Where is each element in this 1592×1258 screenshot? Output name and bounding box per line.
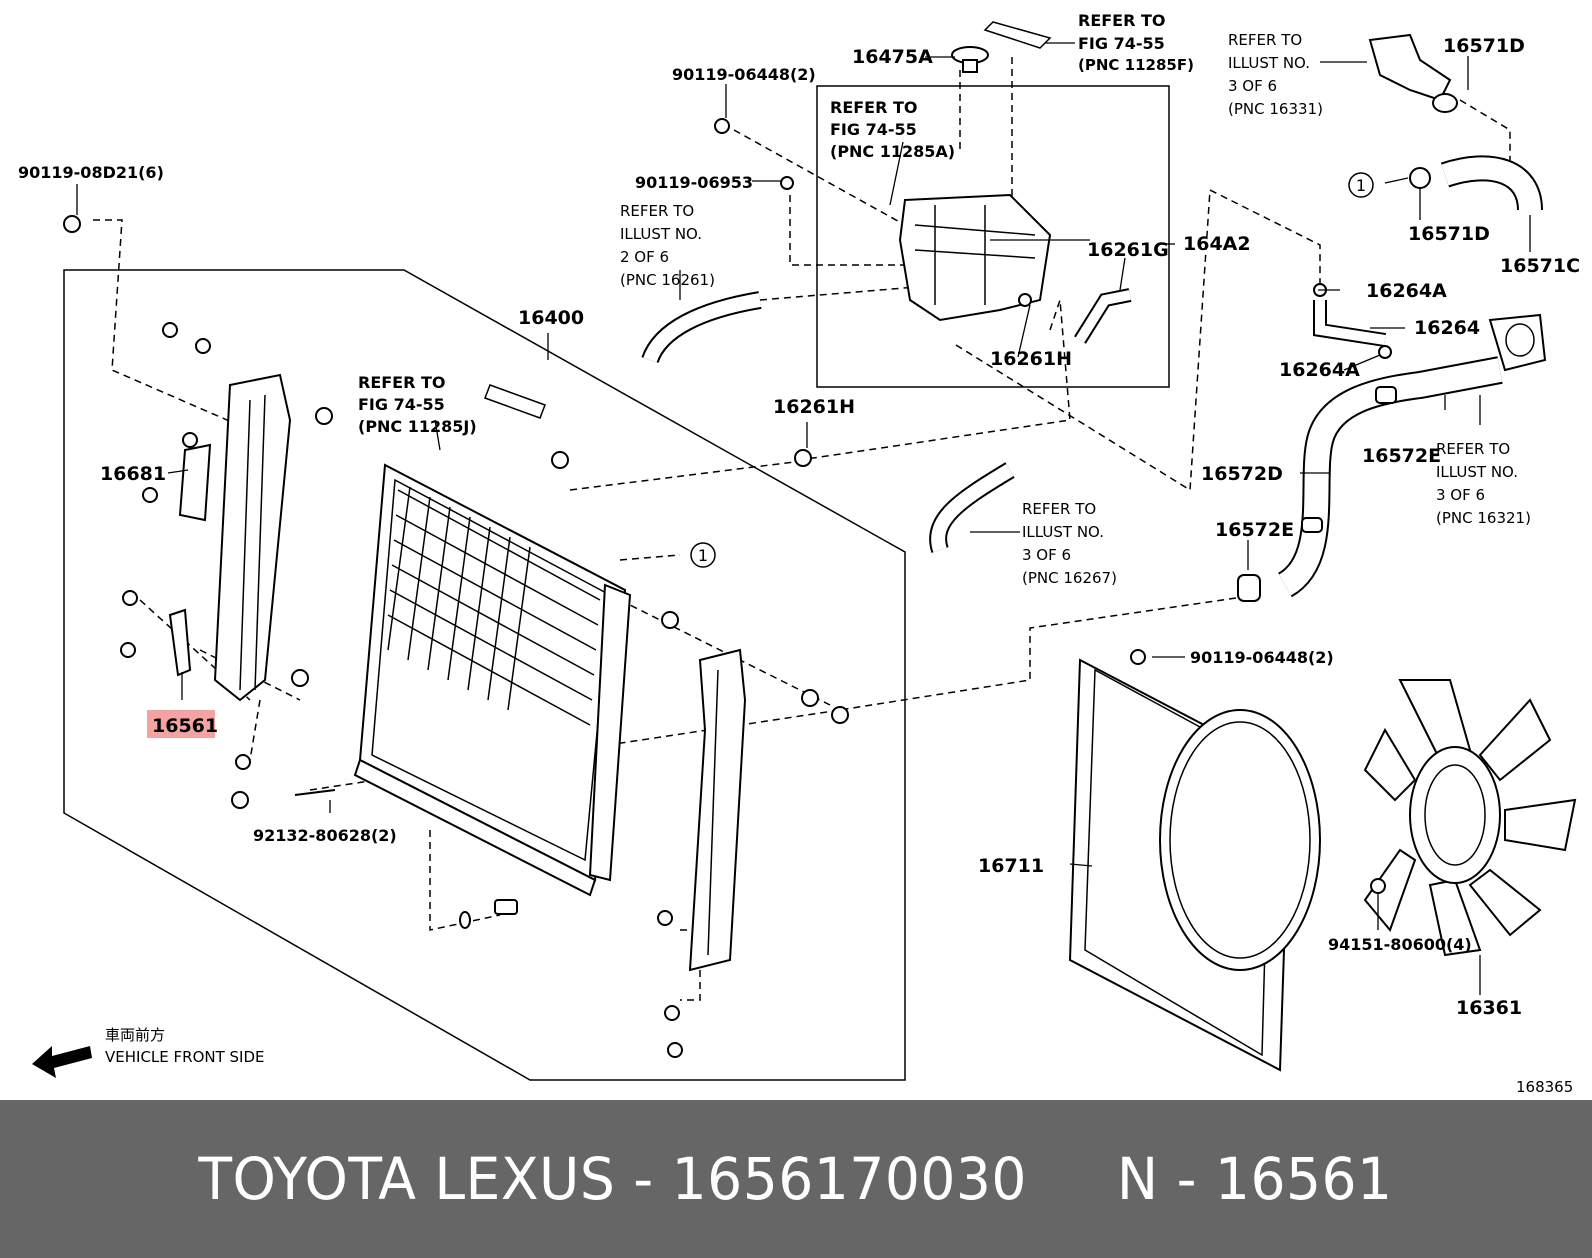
svg-text:ILLUST NO.: ILLUST NO.: [1436, 463, 1518, 481]
callout-1: 1: [698, 546, 708, 565]
footer-bar: TOYOTA LEXUS - 1656170030 N - 16561: [0, 1100, 1592, 1258]
callouts: 1 1: [690, 172, 1374, 568]
label-16711: 16711: [978, 855, 1044, 877]
label-16264a-top: 16264A: [1366, 280, 1447, 302]
refer-note-1: REFER TO FIG 74-55 (PNC 11285F): [1078, 11, 1194, 74]
reservoir-tank: [898, 46, 1052, 322]
label-90119-06448-bottom: 90119-06448(2): [1190, 648, 1334, 667]
footer-title: TOYOTA LEXUS - 1656170030 N - 16561: [198, 1145, 1394, 1213]
label-16261g: 16261G: [1087, 239, 1169, 261]
svg-text:FIG 74-55: FIG 74-55: [358, 395, 445, 414]
svg-text:(PNC 11285J): (PNC 11285J): [358, 417, 477, 436]
refer-note-6: REFER TO ILLUST NO. 3 OF 6 (PNC 16267): [1022, 500, 1117, 587]
front-label-en: VEHICLE FRONT SIDE: [105, 1048, 265, 1066]
label-90119-06953: 90119-06953: [635, 173, 753, 192]
svg-text:REFER TO: REFER TO: [358, 373, 446, 392]
svg-text:3 OF 6: 3 OF 6: [1228, 77, 1277, 95]
label-16571d-top: 16571D: [1443, 35, 1525, 57]
label-16475a: 16475A: [852, 46, 933, 68]
label-90119-06448-top: 90119-06448(2): [672, 65, 816, 84]
label-16261h-top: 16261H: [990, 348, 1072, 370]
label-16571d: 16571D: [1408, 223, 1490, 245]
refer-note-4: REFER TO ILLUST NO. 2 OF 6 (PNC 16261): [620, 202, 715, 289]
label-16264a: 16264A: [1279, 359, 1360, 381]
svg-text:REFER TO: REFER TO: [1022, 500, 1096, 518]
label-92132-80628: 92132-80628(2): [253, 826, 397, 845]
label-16361: 16361: [1456, 997, 1522, 1019]
label-16571c: 16571C: [1500, 255, 1580, 277]
svg-text:(PNC 11285A): (PNC 11285A): [830, 142, 955, 161]
svg-text:3 OF 6: 3 OF 6: [1022, 546, 1071, 564]
radiator-supports: [168, 373, 747, 972]
front-label-jp: 車両前方: [105, 1026, 165, 1044]
refer-note-5: REFER TO FIG 74-55 (PNC 11285J): [358, 373, 477, 436]
label-16681: 16681: [100, 463, 166, 485]
label-leaders: [76, 21, 1531, 995]
svg-text:(PNC 16331): (PNC 16331): [1228, 100, 1323, 118]
cooling-fan: [1363, 679, 1577, 957]
label-16400: 16400: [518, 307, 584, 329]
label-16572d: 16572D: [1201, 463, 1283, 485]
radiator-assembly-frame: [63, 269, 906, 1081]
svg-text:3 OF 6: 3 OF 6: [1436, 486, 1485, 504]
svg-text:REFER TO: REFER TO: [830, 98, 918, 117]
svg-text:2 OF 6: 2 OF 6: [620, 248, 669, 266]
parts-diagram: 1 1 90119-08D21(6) 90119-06448(2) 16475A…: [18, 11, 1580, 1096]
highlight-box: [147, 710, 215, 738]
label-16572e: 16572E: [1215, 519, 1294, 541]
svg-text:(PNC 16267): (PNC 16267): [1022, 569, 1117, 587]
label-16261h: 16261H: [773, 396, 855, 418]
svg-text:FIG 74-55: FIG 74-55: [1078, 34, 1165, 53]
radiator-core: [353, 463, 632, 897]
svg-text:FIG 74-55: FIG 74-55: [830, 120, 917, 139]
svg-text:ILLUST NO.: ILLUST NO.: [1228, 54, 1310, 72]
reservoir-group-frame: [816, 85, 1170, 388]
vehicle-front-indicator: 車両前方 VEHICLE FRONT SIDE: [32, 1026, 265, 1078]
refer-note-7: REFER TO ILLUST NO. 3 OF 6 (PNC 16321): [1436, 440, 1531, 527]
label-90119-08d21: 90119-08D21(6): [18, 163, 164, 182]
part-labels: 90119-08D21(6) 90119-06448(2) 16475A 901…: [18, 35, 1580, 1096]
svg-text:(PNC 16321): (PNC 16321): [1436, 509, 1531, 527]
label-16572e-right: 16572E: [1362, 445, 1441, 467]
svg-text:REFER TO: REFER TO: [1228, 31, 1302, 49]
label-16264: 16264: [1414, 317, 1480, 339]
refer-note-3: REFER TO FIG 74-55 (PNC 11285A): [830, 98, 955, 161]
callout-1-b: 1: [1356, 176, 1366, 195]
water-outlet: [1368, 33, 1547, 372]
front-arrow-icon: [32, 1046, 92, 1078]
label-94151-80600: 94151-80600(4): [1328, 935, 1472, 954]
label-16561: 16561: [152, 715, 218, 737]
svg-text:REFER TO: REFER TO: [1078, 11, 1166, 30]
fasteners: [63, 118, 1431, 1058]
svg-text:(PNC 11285F): (PNC 11285F): [1078, 56, 1194, 74]
fan-shroud: [1068, 658, 1321, 1072]
svg-text:REFER TO: REFER TO: [620, 202, 694, 220]
label-164a2: 164A2: [1183, 233, 1251, 255]
svg-text:(PNC 16261): (PNC 16261): [620, 271, 715, 289]
svg-text:ILLUST NO.: ILLUST NO.: [1022, 523, 1104, 541]
label-168365: 168365: [1516, 1078, 1573, 1096]
refer-note-2: REFER TO ILLUST NO. 3 OF 6 (PNC 16331): [1228, 31, 1323, 118]
svg-text:REFER TO: REFER TO: [1436, 440, 1510, 458]
svg-text:ILLUST NO.: ILLUST NO.: [620, 225, 702, 243]
